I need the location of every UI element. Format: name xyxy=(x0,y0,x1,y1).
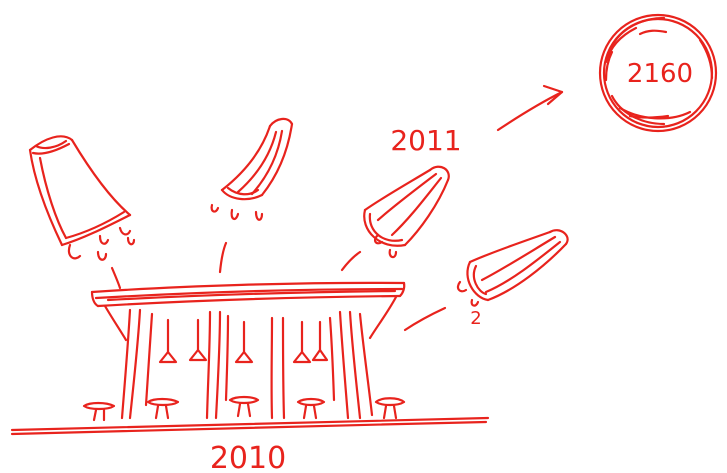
ink-group: 2160 2011 2010 2 xyxy=(10,13,718,473)
motion-lines xyxy=(110,241,447,332)
lamp-shade-right-icon xyxy=(363,165,450,259)
year-2160-label: 2160 xyxy=(627,59,693,89)
arrow-icon xyxy=(496,84,564,132)
lamp-shade-center-icon xyxy=(210,117,294,221)
small-2-label: 2 xyxy=(470,308,481,329)
year-2010-label: 2010 xyxy=(210,441,286,473)
moon-icon xyxy=(598,13,718,133)
canopy-structure xyxy=(10,281,490,436)
lamp-shade-far-right-icon xyxy=(456,229,569,307)
year-2011-label: 2011 xyxy=(390,124,461,157)
lamp-shade-left-icon xyxy=(28,135,136,261)
